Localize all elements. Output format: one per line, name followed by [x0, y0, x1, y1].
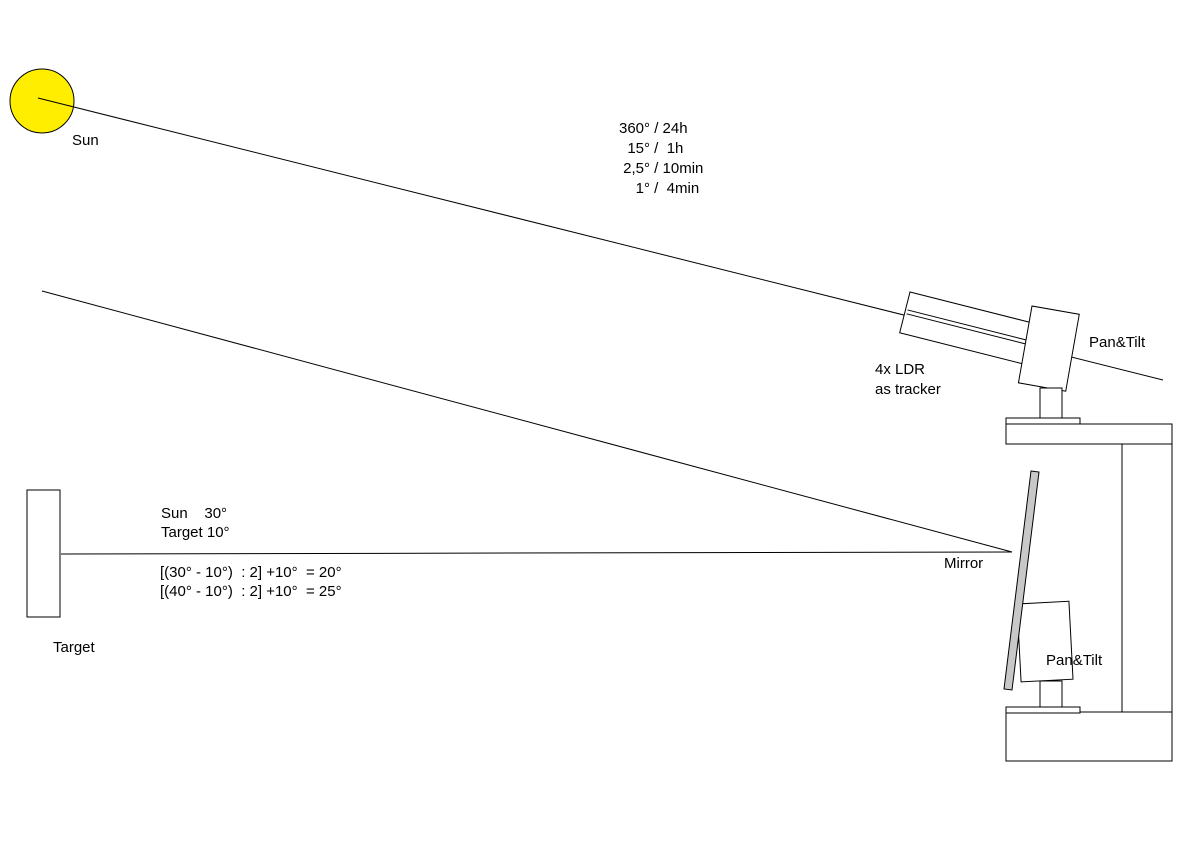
- target-panel: [26, 489, 61, 618]
- target-label: Target: [53, 639, 95, 656]
- mirror-label: Mirror: [944, 555, 984, 572]
- rotation-rate-line: 1° / 4min: [619, 180, 700, 197]
- rotation-rate-line: 15° / 1h: [619, 140, 684, 157]
- sun-angle-label: Sun 30°: [161, 505, 228, 522]
- pan-tilt-top-label: Pan&Tilt: [1089, 334, 1146, 351]
- rotation-rate-line: 2,5° / 10min: [619, 160, 704, 177]
- mirror-plate: [1003, 470, 1040, 691]
- ldr-tracker-tube: [899, 291, 1035, 365]
- pan-tilt-base-bottom: [1005, 706, 1081, 714]
- stand-upright: [1121, 443, 1173, 713]
- ldr-label-line1: 4x LDR: [875, 361, 926, 378]
- rotation-rates: 360° / 24h 15° / 1h 2,5° / 10min 1° / 4m…: [619, 119, 703, 199]
- sun-disc: [9, 68, 75, 134]
- stand-top-beam: [1005, 423, 1173, 445]
- target-angle-label: Target 10°: [161, 524, 230, 541]
- pan-tilt-head-top: [1017, 305, 1080, 392]
- rotation-rate-line: 360° / 24h: [619, 120, 688, 137]
- ldr-label-line2: as tracker: [875, 381, 941, 398]
- pan-tilt-base-top: [1005, 417, 1081, 425]
- reflected-ray-to-target: [60, 551, 1013, 555]
- incoming-ray-to-mirror: [41, 290, 1013, 553]
- sun-label: Sun: [72, 132, 99, 149]
- pan-tilt-post-top: [1039, 387, 1063, 420]
- pan-tilt-post-bottom: [1039, 680, 1063, 709]
- formula-line: [(30° - 10°) : 2] +10° = 20°: [160, 564, 342, 581]
- formula-line: [(40° - 10°) : 2] +10° = 25°: [160, 583, 342, 600]
- pan-tilt-bottom-label: Pan&Tilt: [1046, 652, 1103, 669]
- stand-base-block: [1005, 711, 1173, 762]
